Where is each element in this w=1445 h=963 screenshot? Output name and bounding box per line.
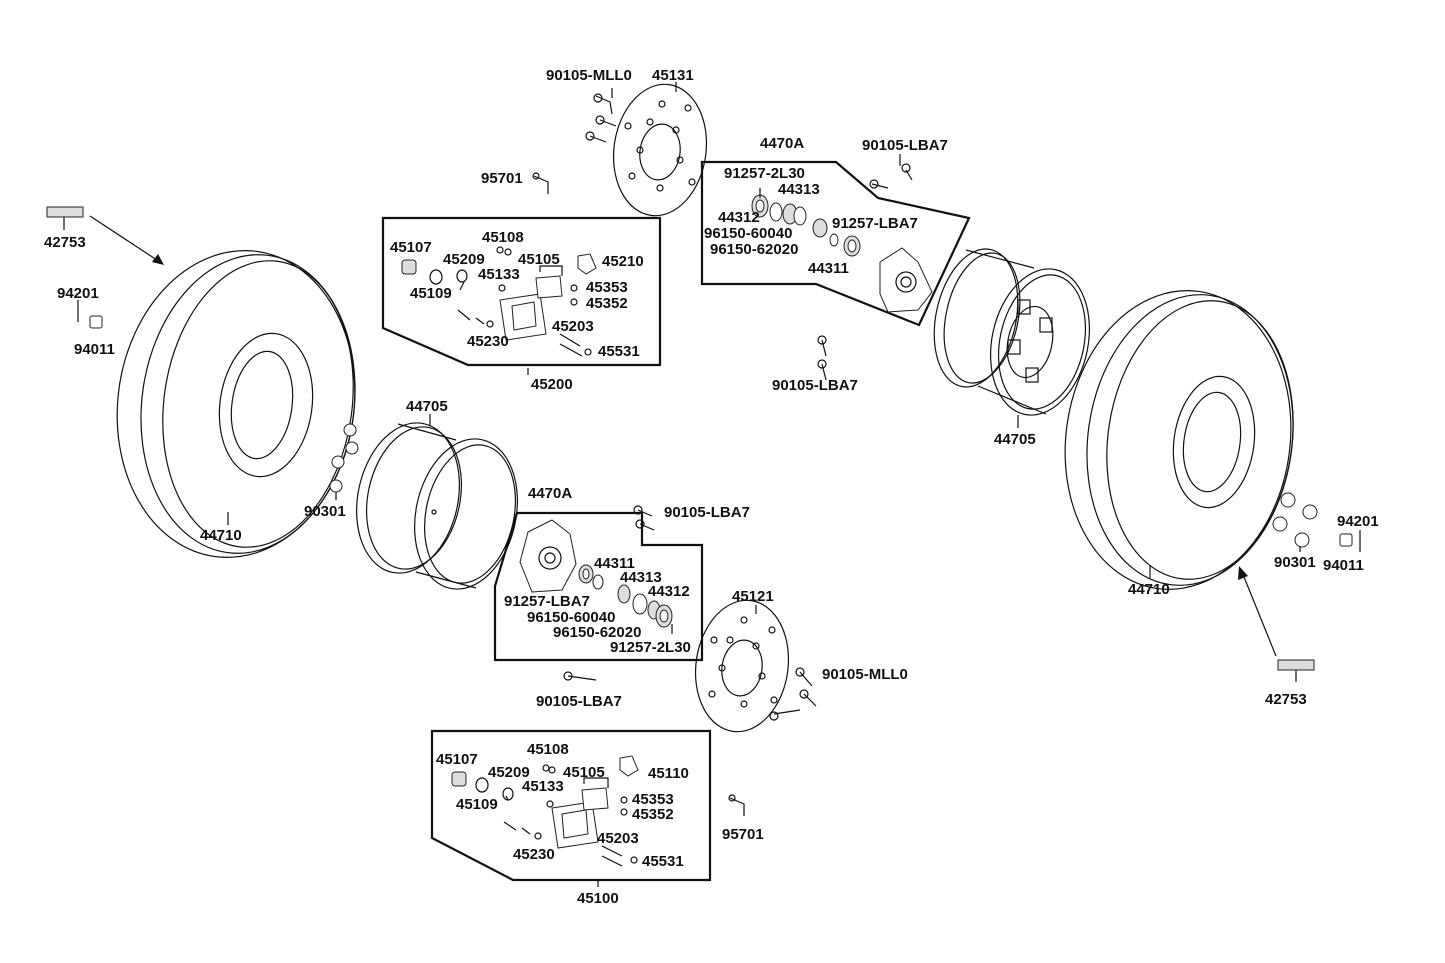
lug-nuts-right — [1272, 492, 1318, 552]
label-45352-top: 45352 — [586, 295, 628, 312]
label-45121: 45121 — [732, 588, 774, 605]
bearing-set-top — [751, 194, 861, 257]
label-45108-top: 45108 — [482, 229, 524, 246]
label-44313-top: 44313 — [778, 181, 820, 198]
label-44311-bottom: 44311 — [594, 555, 635, 572]
label-44312-bottom: 44312 — [648, 583, 690, 600]
label-45108-bottom: 45108 — [527, 741, 569, 758]
bolt-95701-bottom — [728, 794, 745, 816]
bolts-90105-lba7-bottom — [563, 671, 597, 681]
brake-disc-bottom — [694, 599, 790, 733]
label-42753-left: 42753 — [44, 234, 86, 251]
label-90105-lba7-bottom-2: 90105-LBA7 — [536, 693, 622, 710]
label-45133-top: 45133 — [478, 266, 520, 283]
label-45230-bottom: 45230 — [513, 846, 555, 863]
label-90105-lba7-bottom-1: 90105-LBA7 — [664, 504, 750, 521]
label-45131: 45131 — [652, 67, 694, 84]
label-45353-bottom: 45353 — [632, 791, 674, 808]
right-tire — [1064, 290, 1294, 590]
label-45230-top: 45230 — [467, 333, 509, 350]
label-91257-lba7-top: 91257-LBA7 — [832, 215, 918, 232]
label-44710-left: 44710 — [200, 527, 242, 544]
label-96150-60040-top: 96150-60040 — [704, 225, 792, 242]
label-45109-top: 45109 — [410, 285, 452, 302]
label-90105-mll0-bottom: 90105-MLL0 — [822, 666, 908, 683]
bolts-mid — [817, 335, 827, 381]
arrow-right — [1238, 566, 1277, 657]
label-45105-top: 45105 — [518, 251, 560, 268]
label-44312-top: 44312 — [718, 209, 760, 226]
hub-bottom — [519, 519, 577, 593]
bolts-bottom-disc — [769, 667, 817, 721]
bolts-top-hub — [869, 154, 913, 189]
label-91257-2l30-bottom: 91257-2L30 — [610, 639, 691, 656]
label-45352-bottom: 45352 — [632, 806, 674, 823]
label-44705-left: 44705 — [406, 398, 448, 415]
hub-group-frame-bottom — [493, 511, 704, 662]
label-45210: 45210 — [602, 253, 644, 270]
label-45110: 45110 — [648, 765, 689, 782]
left-rim — [356, 422, 518, 590]
caliper-assembly-bottom — [451, 755, 639, 867]
bolts-bottom-hub — [633, 505, 655, 531]
label-90301-left: 90301 — [304, 503, 346, 520]
label-45209-top: 45209 — [443, 251, 485, 268]
label-96150-62020-bottom: 96150-62020 — [553, 624, 641, 641]
label-44311-top: 44311 — [808, 260, 849, 277]
label-45105-bottom: 45105 — [563, 764, 605, 781]
label-90105-lba7-top-right: 90105-LBA7 — [862, 137, 948, 154]
hub-top — [879, 247, 933, 313]
right-rim — [933, 248, 1091, 416]
label-45133-bottom: 45133 — [522, 778, 564, 795]
label-94201-left: 94201 — [57, 285, 99, 302]
bearing-set-bottom — [578, 564, 673, 628]
label-4470a-top: 4470A — [760, 135, 804, 152]
arrow-left — [89, 215, 164, 265]
label-96150-60040-bottom: 96150-60040 — [527, 609, 615, 626]
label-45203-bottom: 45203 — [597, 830, 639, 847]
label-45531-bottom: 45531 — [642, 853, 684, 870]
label-90301-right: 90301 — [1274, 554, 1316, 571]
label-45531-top: 45531 — [598, 343, 640, 360]
label-94011-right: 94011 — [1323, 557, 1364, 574]
label-44313-bottom: 44313 — [620, 569, 662, 586]
label-44710-right: 44710 — [1128, 581, 1170, 598]
label-94011-left: 94011 — [74, 341, 115, 358]
caliper-assembly-top — [401, 246, 597, 357]
valve-left — [77, 300, 103, 329]
label-45107-bottom: 45107 — [436, 751, 478, 768]
valve-right — [1339, 530, 1361, 552]
label-91257-lba7-bottom: 91257-LBA7 — [504, 593, 590, 610]
label-95701-top: 95701 — [481, 170, 523, 187]
label-90105-lba7-mid: 90105-LBA7 — [772, 377, 858, 394]
label-45209-bottom: 45209 — [488, 764, 530, 781]
label-45353-top: 45353 — [586, 279, 628, 296]
valve-cap-right — [1277, 659, 1315, 682]
label-45100: 45100 — [577, 890, 619, 907]
label-91257-2l30-top: 91257-2L30 — [724, 165, 805, 182]
label-45200: 45200 — [531, 376, 573, 393]
left-tire — [116, 250, 356, 558]
label-45107-top: 45107 — [390, 239, 432, 256]
label-45109-bottom: 45109 — [456, 796, 498, 813]
label-96150-62020-top: 96150-62020 — [710, 241, 798, 258]
label-95701-bottom: 95701 — [722, 826, 764, 843]
valve-cap-left — [46, 206, 84, 230]
bolt-95701-top — [532, 172, 549, 194]
lug-nuts-left — [329, 423, 359, 500]
leader-lines — [459, 188, 761, 887]
brake-disc-top — [612, 83, 708, 217]
label-45203-top: 45203 — [552, 318, 594, 335]
label-94201-right: 94201 — [1337, 513, 1379, 530]
caliper-group-frame-bottom — [430, 729, 712, 882]
caliper-group-frame-top — [381, 216, 662, 367]
hub-group-frame-top — [700, 160, 971, 327]
label-4470a-bottom: 4470A — [528, 485, 572, 502]
bolts-top-disc — [585, 88, 617, 143]
label-90105-mll0-top: 90105-MLL0 — [546, 67, 632, 84]
label-42753-right: 42753 — [1265, 691, 1307, 708]
label-44705-right: 44705 — [994, 431, 1036, 448]
